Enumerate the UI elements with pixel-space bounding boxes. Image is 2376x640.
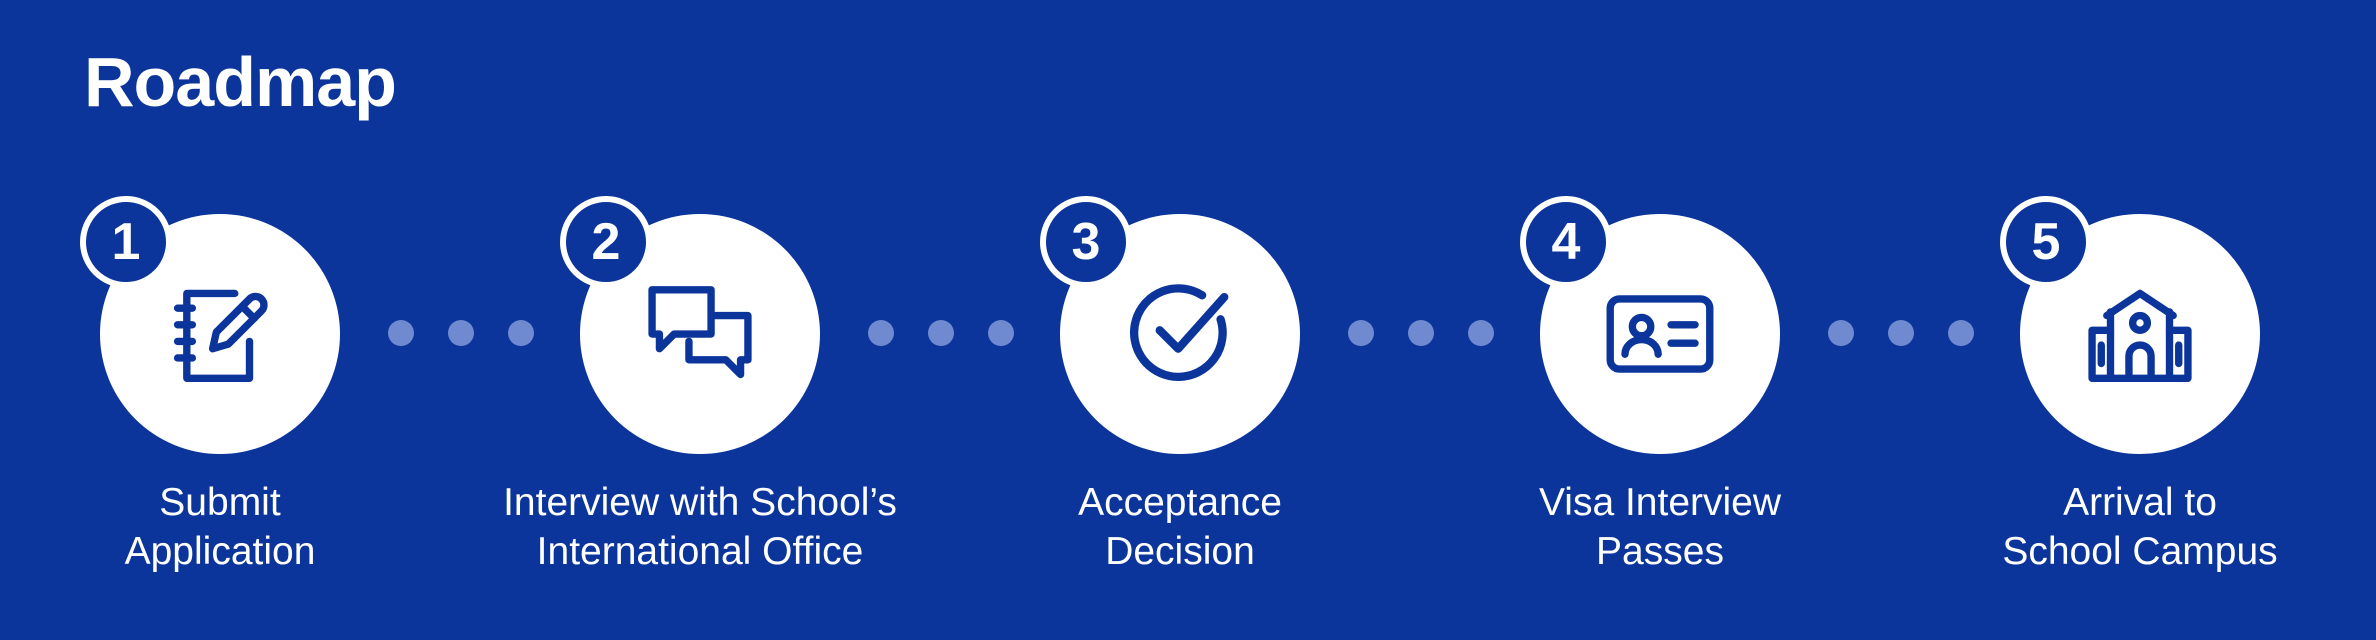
step-label: Acceptance Decision bbox=[1078, 481, 1282, 573]
connector-dot bbox=[1888, 320, 1914, 346]
step-number-badge: 5 bbox=[2000, 196, 2092, 288]
chat-bubbles-icon bbox=[641, 275, 759, 393]
connector-dot bbox=[928, 320, 954, 346]
step-number-badge: 3 bbox=[1040, 196, 1132, 288]
step-label: Submit Application bbox=[124, 481, 316, 573]
connector-dots bbox=[388, 320, 534, 346]
check-circle-icon bbox=[1121, 275, 1239, 393]
connector-dot bbox=[508, 320, 534, 346]
step-5: 5 Arrival to School Campus bbox=[1920, 0, 2376, 640]
step-3: 3 Acceptance Decision bbox=[960, 0, 1440, 640]
notebook-pen-icon bbox=[161, 275, 279, 393]
step-number-badge: 1 bbox=[80, 196, 172, 288]
connector-dots bbox=[1348, 320, 1494, 346]
step-label: Arrival to School Campus bbox=[2002, 481, 2278, 573]
connector-dot bbox=[1408, 320, 1434, 346]
connector-dots bbox=[1828, 320, 1974, 346]
step-label: Interview with School’s International Of… bbox=[503, 481, 897, 573]
connector-dot bbox=[448, 320, 474, 346]
connector-dot bbox=[1468, 320, 1494, 346]
step-circle bbox=[100, 214, 340, 454]
id-card-icon bbox=[1601, 275, 1719, 393]
connector-dot bbox=[1948, 320, 1974, 346]
connector-dot bbox=[988, 320, 1014, 346]
connector-dot bbox=[868, 320, 894, 346]
step-label: Visa Interview Passes bbox=[1538, 481, 1782, 573]
step-4: 4 Visa Interview Passes bbox=[1440, 0, 1920, 640]
step-1: 1 Submit Application bbox=[0, 0, 480, 640]
connector-dot bbox=[388, 320, 414, 346]
connector-dot bbox=[1828, 320, 1854, 346]
step-number-badge: 4 bbox=[1520, 196, 1612, 288]
connector-dots bbox=[868, 320, 1014, 346]
school-building-icon bbox=[2081, 275, 2199, 393]
step-2: 2 Interview with School’s International … bbox=[480, 0, 960, 640]
page-title: Roadmap bbox=[84, 43, 397, 121]
connector-dot bbox=[1348, 320, 1374, 346]
step-number-badge: 2 bbox=[560, 196, 652, 288]
